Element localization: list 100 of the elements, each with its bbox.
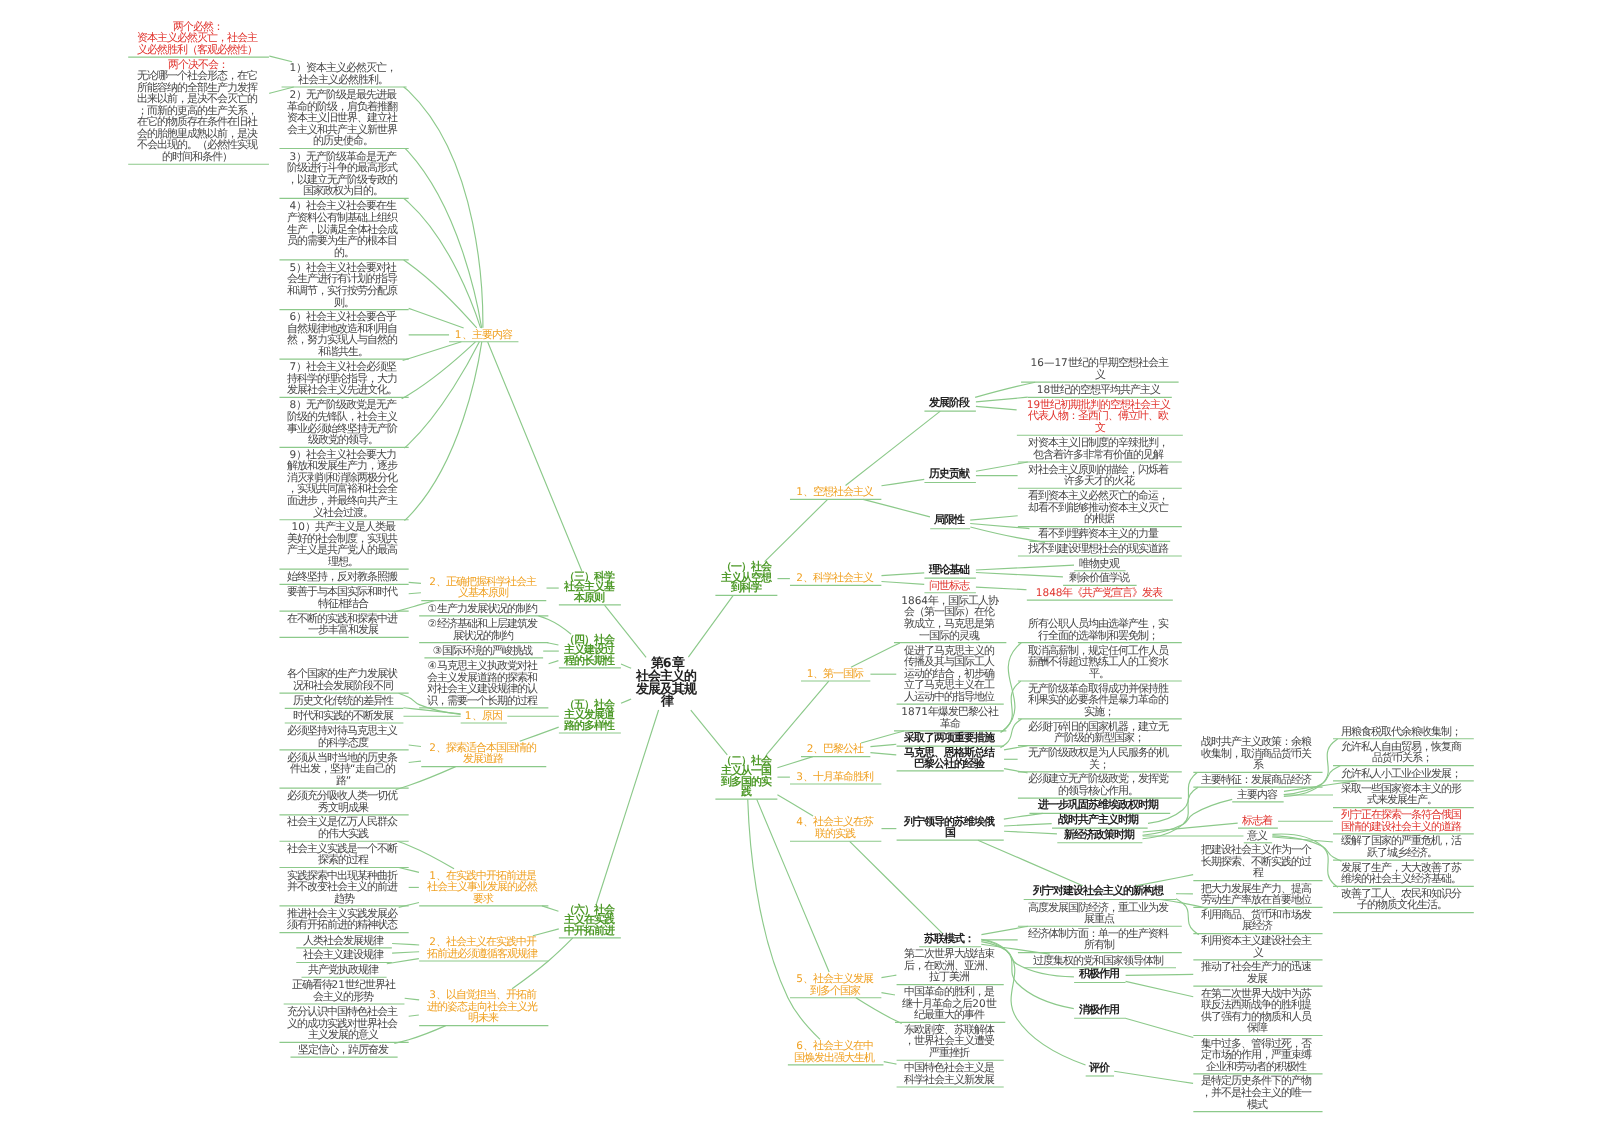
- connector: [849, 642, 900, 668]
- connector: [486, 341, 582, 572]
- connector: [536, 615, 571, 635]
- connector: [392, 600, 434, 613]
- connector: [401, 707, 461, 715]
- connector: [267, 55, 292, 63]
- connector: [843, 410, 940, 487]
- connector: [882, 1061, 897, 1065]
- connector: [1124, 980, 1193, 998]
- connector: [505, 715, 559, 717]
- connector: [979, 939, 1074, 1010]
- connector: [1158, 898, 1208, 909]
- connector: [540, 905, 559, 912]
- connector: [976, 839, 1083, 887]
- connector: [407, 334, 449, 336]
- connector: [1123, 1017, 1193, 1039]
- connector: [775, 578, 790, 580]
- connector: [979, 925, 1028, 936]
- connector: [879, 974, 896, 979]
- connector: [385, 958, 419, 965]
- connector: [544, 587, 559, 589]
- connector: [397, 901, 419, 908]
- connector: [400, 341, 475, 400]
- connector: [1282, 780, 1356, 792]
- connector: [1002, 768, 1028, 774]
- connector: [1124, 973, 1193, 976]
- connector: [510, 937, 573, 990]
- connector: [999, 642, 1021, 733]
- connector: [868, 743, 896, 748]
- connector: [518, 726, 559, 742]
- connector: [403, 148, 482, 329]
- connector: [974, 475, 1018, 477]
- connector: [1270, 833, 1338, 888]
- connector: [267, 86, 294, 94]
- connector: [1002, 745, 1028, 751]
- connector: [392, 1025, 446, 1044]
- connector: [746, 798, 820, 1041]
- connector: [968, 515, 1018, 521]
- connector: [402, 198, 481, 329]
- connector: [531, 928, 559, 937]
- connector: [402, 341, 482, 522]
- connector: [402, 341, 479, 449]
- connector: [1282, 765, 1340, 796]
- connector: [1140, 798, 1232, 836]
- connector: [1270, 836, 1333, 843]
- connector: [974, 405, 1017, 411]
- connector: [541, 650, 559, 652]
- connector: [879, 572, 924, 577]
- connector: [775, 756, 813, 769]
- connector: [775, 794, 813, 817]
- connector: [547, 660, 558, 665]
- connector: [689, 709, 727, 756]
- connector: [407, 581, 421, 584]
- connector: [401, 715, 461, 717]
- connector: [1112, 1070, 1193, 1084]
- connector: [974, 564, 1074, 571]
- connector: [594, 709, 659, 905]
- connector: [1146, 771, 1197, 824]
- connector: [1282, 794, 1333, 796]
- connector: [974, 586, 1027, 591]
- connector: [764, 680, 829, 756]
- connector: [861, 498, 930, 518]
- connector: [407, 307, 464, 329]
- connector: [968, 522, 1029, 530]
- connector: [998, 718, 1022, 749]
- connector: [775, 776, 790, 778]
- connector: [401, 341, 461, 362]
- connector: [1282, 738, 1338, 798]
- connector: [848, 840, 942, 934]
- connector: [763, 498, 828, 563]
- connector: [1002, 823, 1052, 827]
- connector: [1174, 893, 1193, 895]
- connector: [407, 592, 421, 595]
- connector: [390, 951, 419, 954]
- connector: [868, 752, 896, 756]
- connector: [974, 571, 1063, 578]
- connector: [1141, 835, 1244, 837]
- connector: [854, 997, 902, 1025]
- connector: [397, 866, 419, 873]
- connector: [979, 941, 1074, 978]
- connector: [1140, 786, 1198, 840]
- connector: [402, 86, 483, 329]
- connector: [755, 798, 829, 973]
- connector: [407, 1014, 419, 1017]
- connector: [1270, 835, 1342, 862]
- connector: [397, 692, 461, 716]
- connector: [545, 642, 559, 646]
- connector: [968, 526, 1045, 543]
- connector: [1276, 820, 1333, 822]
- connector: [1002, 830, 1057, 835]
- connector: [619, 663, 631, 669]
- connector: [979, 938, 1086, 1066]
- connector: [974, 461, 1028, 472]
- connector: [979, 943, 1050, 955]
- connector: [619, 698, 631, 704]
- connector: [998, 680, 1021, 733]
- connector: [1134, 874, 1193, 887]
- connector: [395, 840, 454, 870]
- connector: [973, 381, 1035, 398]
- connector: [407, 760, 421, 764]
